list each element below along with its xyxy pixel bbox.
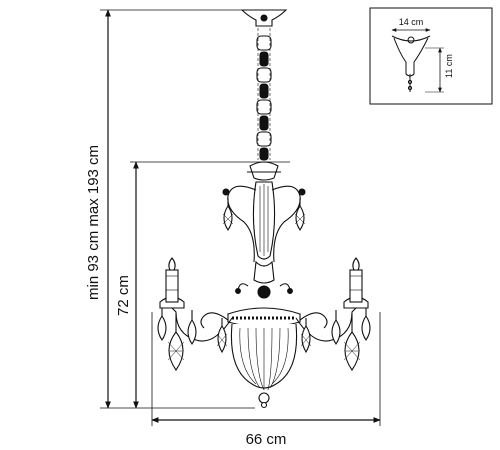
lower-crystal-right-large <box>343 314 361 371</box>
canopy-inset <box>369 7 493 105</box>
lower-crystal-right-near <box>300 318 312 354</box>
width-dimension <box>151 312 381 426</box>
total-height-dimension <box>100 9 255 409</box>
upper-crystal-right <box>294 198 306 231</box>
upper-arm-left <box>227 185 257 263</box>
width-label: 66 cm <box>246 431 287 448</box>
lower-crystal-left-inner <box>187 310 197 345</box>
lower-crystal-right-outer <box>361 308 371 341</box>
canopy-height-label: 11 cm <box>444 54 454 78</box>
canopy-width-label: 14 cm <box>399 17 424 27</box>
chandelier-illustration <box>157 9 371 409</box>
total-height-label: min 93 cm max 193 cm <box>85 145 102 300</box>
top-crown <box>249 161 279 181</box>
candle-right <box>343 257 369 309</box>
candle-left <box>159 257 185 309</box>
lower-crystal-right-inner <box>331 310 341 345</box>
chain <box>256 28 272 161</box>
upper-arm-right <box>271 185 301 263</box>
upper-crystal-left <box>222 198 234 231</box>
body-height-label: 72 cm <box>115 275 132 316</box>
lower-crystal-left-near <box>216 318 228 354</box>
lower-crystal-left-large <box>167 314 185 371</box>
lower-crystal-left-outer <box>157 308 167 341</box>
